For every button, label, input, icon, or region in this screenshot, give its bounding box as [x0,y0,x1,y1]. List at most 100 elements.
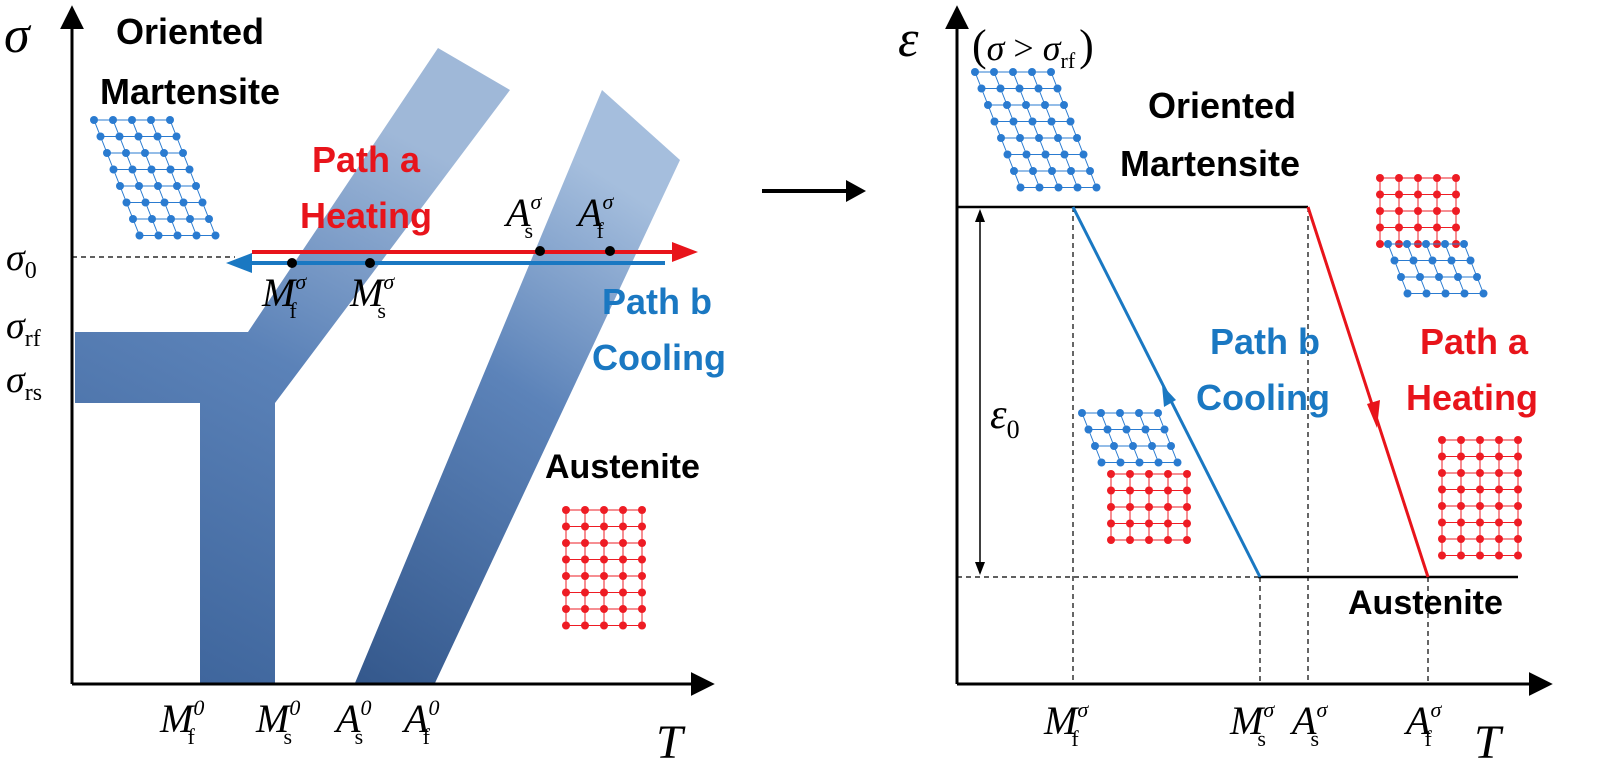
lattice-atom [600,522,608,531]
lattice-atom [1457,535,1465,543]
lattice-atom [1452,223,1460,232]
lattice-atom [1097,409,1105,417]
lattice-atom [581,605,589,613]
oriented-martensite-lattice-icon [90,116,220,240]
lattice-atom [1414,174,1422,182]
lattice-atom [562,621,570,630]
lattice-atom [619,506,627,514]
lattice-atom [153,132,162,141]
lattice-atom [619,555,627,564]
lattice-atom [1376,240,1384,248]
lattice-atom [1514,518,1522,527]
vertical-dashed-lines [1072,207,1429,684]
lattice-atom [619,522,627,531]
lattice-atom [1183,503,1191,511]
lattice-atom [600,621,608,630]
lattice-atom [1457,502,1465,510]
path-a-arrowhead [672,242,698,262]
lattice-atom [1495,535,1503,543]
lattice-atom [581,539,589,547]
lattice-atom [1495,469,1503,477]
lattice-atom [1028,68,1036,76]
lattice-atom [122,149,130,157]
lattice-atom [1514,485,1522,494]
lattice-atom [1107,470,1115,478]
lattice-atom [1035,134,1043,142]
left-y-axis-symbol: σ [4,7,32,64]
lattice-atom [1107,519,1115,528]
left-martensite-label-2: Martensite [100,71,280,112]
lattice-atom [1428,256,1437,265]
lattice-atom [1414,223,1422,232]
left-y-tick-labels: σ0 σrf σrs [6,237,42,406]
lattice-atom [1395,174,1403,182]
lattice-atom [1164,519,1172,528]
lattice-atom [581,572,589,580]
lattice-atom [1084,425,1093,434]
lattice-atom [1126,519,1134,528]
lattice-atom [198,198,207,207]
lattice-atom [1092,183,1101,192]
lattice-atom [1447,256,1456,265]
lattice-atom [1495,551,1503,560]
lattice-atom [1110,442,1118,450]
lattice-atom [638,506,646,514]
lattice-atom [160,149,168,157]
lattice-atom [96,132,105,141]
lattice-atom [638,621,646,630]
left-path-b-label-2: Cooling [592,337,726,378]
lattice-atom [1476,436,1484,444]
lattice-atom [1060,150,1069,159]
lattice-atom [1422,289,1431,298]
lattice-atom [1183,486,1191,495]
lattice-atom [1514,551,1522,560]
lattice-atom [1422,240,1430,248]
lattice-atom [1384,240,1392,248]
lattice-atom [1433,174,1441,182]
point-mf-sigma [287,258,297,268]
lattice-atom [109,165,118,174]
lattice-atom [103,149,111,157]
lattice-atom [1126,503,1134,511]
lattice-atom [166,165,175,174]
lattice-atom [1107,486,1115,495]
lattice-atom [1116,458,1125,467]
lattice-atom [1416,273,1424,281]
lattice-atom [179,149,187,157]
left-path-a-label-1: Path a [312,139,421,180]
lattice-atom [1476,551,1484,560]
lattice-atom [1495,436,1503,444]
lattice-atom [1003,150,1012,159]
lattice-atom [1073,183,1082,192]
transform-arrow-icon [762,180,866,202]
lattice-atom [1403,240,1411,248]
lattice-atom [562,605,570,613]
lattice-atom [1473,273,1481,281]
lattice-atom [1460,240,1468,248]
point-af-sigma [605,246,615,256]
lattice-atom [1126,470,1134,478]
lattice-atom [109,116,117,124]
austenite-lattice-icon [562,506,646,630]
lattice-atom [562,522,570,531]
lattice-atom [990,68,998,76]
lattice-atom [600,555,608,564]
lattice-atom [1164,503,1172,511]
mixed-phase-lattice-icon [1078,409,1191,544]
lattice-atom [1141,425,1150,434]
lattice-atom [192,231,201,240]
lattice-atom [1466,256,1475,265]
lattice-atom [996,84,1005,93]
right-path-a-label-1: Path a [1420,321,1529,362]
point-ms-sigma [365,258,375,268]
lattice-atom [600,539,608,547]
lattice-atom [638,555,646,564]
lattice-atom [1438,502,1446,510]
lattice-atom [1145,519,1153,528]
lattice-atom [1148,442,1156,450]
